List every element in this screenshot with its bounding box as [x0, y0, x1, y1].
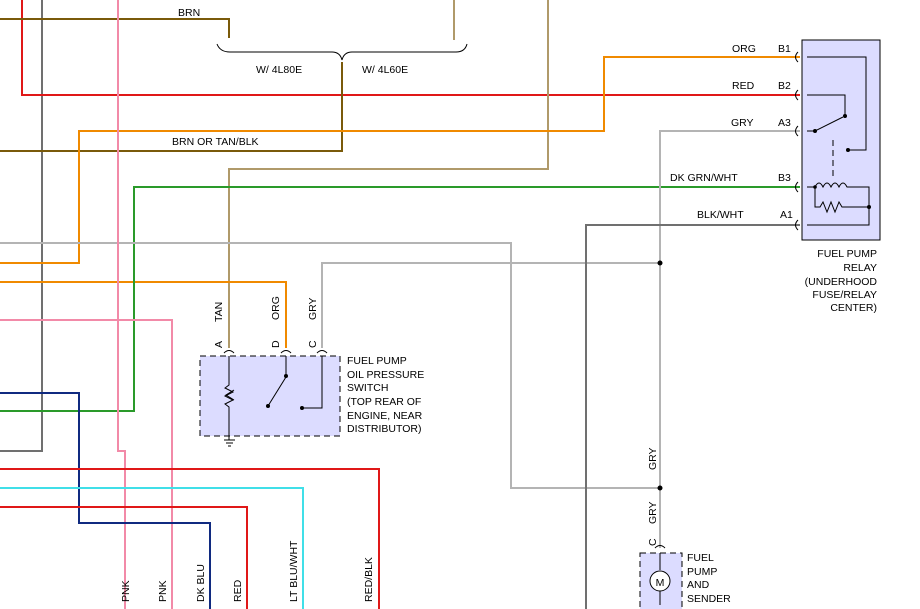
- pump-label: FUEL PUMP AND SENDER: [687, 552, 731, 605]
- motor-symbol: M: [656, 577, 665, 589]
- wire-orange-switch: [0, 281, 287, 348]
- wire-gray-switch: [321, 262, 660, 348]
- svg-text:(TOP REAR OF: (TOP REAR OF: [347, 396, 421, 408]
- svg-text:(UNDERHOOD: (UNDERHOOD: [805, 276, 878, 288]
- svg-text:PUMP: PUMP: [687, 566, 717, 578]
- wire-brn-top: [0, 18, 230, 38]
- wire-lt-blue: [0, 487, 304, 609]
- svg-text:FUEL PUMP: FUEL PUMP: [347, 355, 407, 367]
- pin-d: D: [270, 340, 282, 348]
- pin-b1: B1: [778, 43, 791, 55]
- label-gry-vertical-2: GRY: [647, 447, 659, 470]
- wire-red-top-vertical: [21, 0, 800, 96]
- wire-pink-2: [0, 319, 173, 609]
- fuel-pump-and-sender: M: [639, 545, 683, 609]
- label-red-blk: RED/BLK: [363, 557, 375, 602]
- wire-tan-switch: [228, 0, 549, 348]
- pin-a1: A1: [780, 209, 793, 221]
- svg-text:RELAY: RELAY: [843, 262, 877, 274]
- svg-text:AND: AND: [687, 579, 710, 591]
- splice-dot: [657, 260, 663, 266]
- label-brn: BRN: [178, 7, 200, 19]
- label-brn-tan-blk: BRN OR TAN/BLK: [172, 136, 259, 148]
- svg-text:FUEL PUMP: FUEL PUMP: [817, 248, 877, 260]
- wire-pink-1: [117, 0, 126, 609]
- pin-a: A: [213, 341, 225, 348]
- label-pnk-2: PNK: [157, 580, 169, 602]
- fuel-pump-relay: [795, 39, 881, 241]
- svg-text:OIL PRESSURE: OIL PRESSURE: [347, 369, 424, 381]
- switch-label: FUEL PUMP OIL PRESSURE SWITCH (TOP REAR …: [347, 355, 424, 435]
- label-red: RED: [732, 80, 755, 92]
- svg-text:FUEL: FUEL: [687, 552, 714, 564]
- svg-text:ENGINE, NEAR: ENGINE, NEAR: [347, 410, 423, 422]
- svg-text:FUSE/RELAY: FUSE/RELAY: [812, 289, 877, 301]
- wire-green-b3: [0, 186, 800, 412]
- label-w4l80e: W/ 4L80E: [256, 64, 302, 76]
- label-w4l60e: W/ 4L60E: [362, 64, 408, 76]
- wire-orange-b1: [0, 56, 800, 264]
- label-org: ORG: [732, 43, 756, 55]
- label-red-vertical: RED: [232, 579, 244, 602]
- label-lt-blu-wht: LT BLU/WHT: [288, 540, 300, 602]
- wire-blk-wht-a1: [585, 224, 800, 609]
- label-gry-vertical-3: GRY: [647, 501, 659, 524]
- svg-text:DISTRIBUTOR): DISTRIBUTOR): [347, 423, 421, 435]
- fuel-pump-oil-pressure-switch: [199, 350, 341, 447]
- pin-c: C: [307, 340, 319, 348]
- wire-red-blk: [0, 468, 380, 609]
- label-dk-grn-wht: DK GRN/WHT: [670, 172, 738, 184]
- wire-gray-a3: [659, 130, 800, 548]
- label-dk-blu: DK BLU: [195, 564, 207, 602]
- pin-b2: B2: [778, 80, 791, 92]
- label-org-vertical: ORG: [270, 296, 282, 320]
- svg-text:SWITCH: SWITCH: [347, 382, 388, 394]
- wire-red-lower: [0, 506, 248, 609]
- label-gry-vertical: GRY: [307, 297, 319, 320]
- splice-dot: [657, 485, 663, 491]
- svg-text:CENTER): CENTER): [830, 302, 877, 314]
- label-gry: GRY: [731, 117, 754, 129]
- wire-brn-tan-blk: [0, 62, 343, 152]
- pin-pump-c: C: [647, 538, 659, 546]
- pin-b3: B3: [778, 172, 791, 184]
- label-blk-wht: BLK/WHT: [697, 209, 744, 221]
- option-brace: [216, 43, 468, 61]
- label-pnk-1: PNK: [120, 580, 132, 602]
- svg-text:SENDER: SENDER: [687, 593, 731, 605]
- relay-label: FUEL PUMP RELAY (UNDERHOOD FUSE/RELAY CE…: [805, 248, 878, 314]
- wire-dk-blue: [0, 392, 211, 609]
- label-tan-vertical: TAN: [213, 302, 225, 322]
- pin-a3: A3: [778, 117, 791, 129]
